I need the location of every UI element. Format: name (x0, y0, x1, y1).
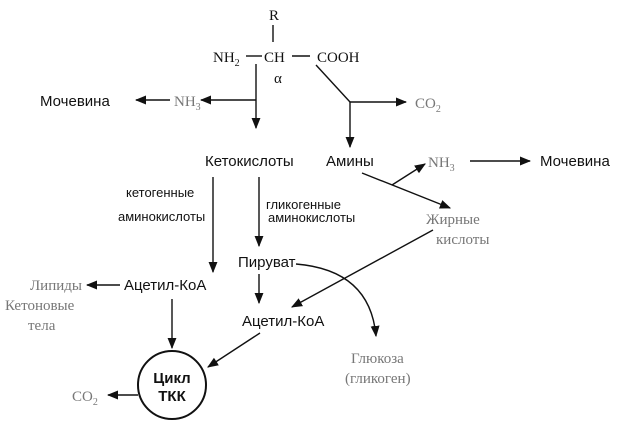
pyruvate: Пируват (238, 254, 296, 271)
ketogenic-2: аминокислоты (118, 209, 205, 224)
fatty-acids-2: кислоты (436, 232, 489, 248)
tca-cycle-circle (137, 350, 207, 420)
arrow-pyruvate-to-glucose (295, 263, 380, 338)
formula-cooh: COOH (317, 50, 360, 66)
glucose-1: Глюкоза (351, 351, 404, 367)
glucose-2: (гликоген) (345, 371, 411, 387)
amines: Амины (326, 153, 374, 170)
acetyl-left: Ацетил-КоА (124, 277, 206, 294)
arrow-amines-to-fatty (361, 172, 452, 209)
urea-right: Мочевина (540, 153, 610, 170)
co2-bottom: CO2 (72, 389, 98, 408)
acetyl-mid: Ацетил-КоА (242, 313, 324, 330)
glycogenic-2: аминокислоты (268, 210, 355, 225)
tca-label-2: ТКК (158, 388, 186, 405)
formula-alpha: α (274, 71, 282, 87)
lipids-1: Липиды (30, 278, 82, 294)
lipids-2: Кетоновые (5, 298, 75, 314)
lipids-3: тела (28, 318, 56, 334)
nh3-left: NH3 (174, 94, 201, 113)
co2-top: CO2 (415, 96, 441, 115)
tca-label-1: Цикл (153, 370, 190, 387)
arrow-amines-to-nh3 (391, 163, 426, 186)
ketoacids: Кетокислоты (205, 153, 294, 170)
formula-r: R (269, 8, 279, 24)
formula-nh2: NH2 (213, 50, 240, 69)
arrow-acetyl-mid-to-tca (207, 332, 261, 368)
line-cooh-to-branch (315, 64, 351, 103)
ketogenic-1: кетогенные (126, 185, 194, 200)
nh3-right: NH3 (428, 155, 455, 174)
urea-left: Мочевина (40, 93, 110, 110)
formula-ch: CH (264, 50, 285, 66)
glycogenic-1: гликогенные (266, 197, 341, 212)
fatty-acids-1: Жирные (426, 212, 480, 228)
arrow-fatty-to-acetyl (291, 229, 434, 308)
